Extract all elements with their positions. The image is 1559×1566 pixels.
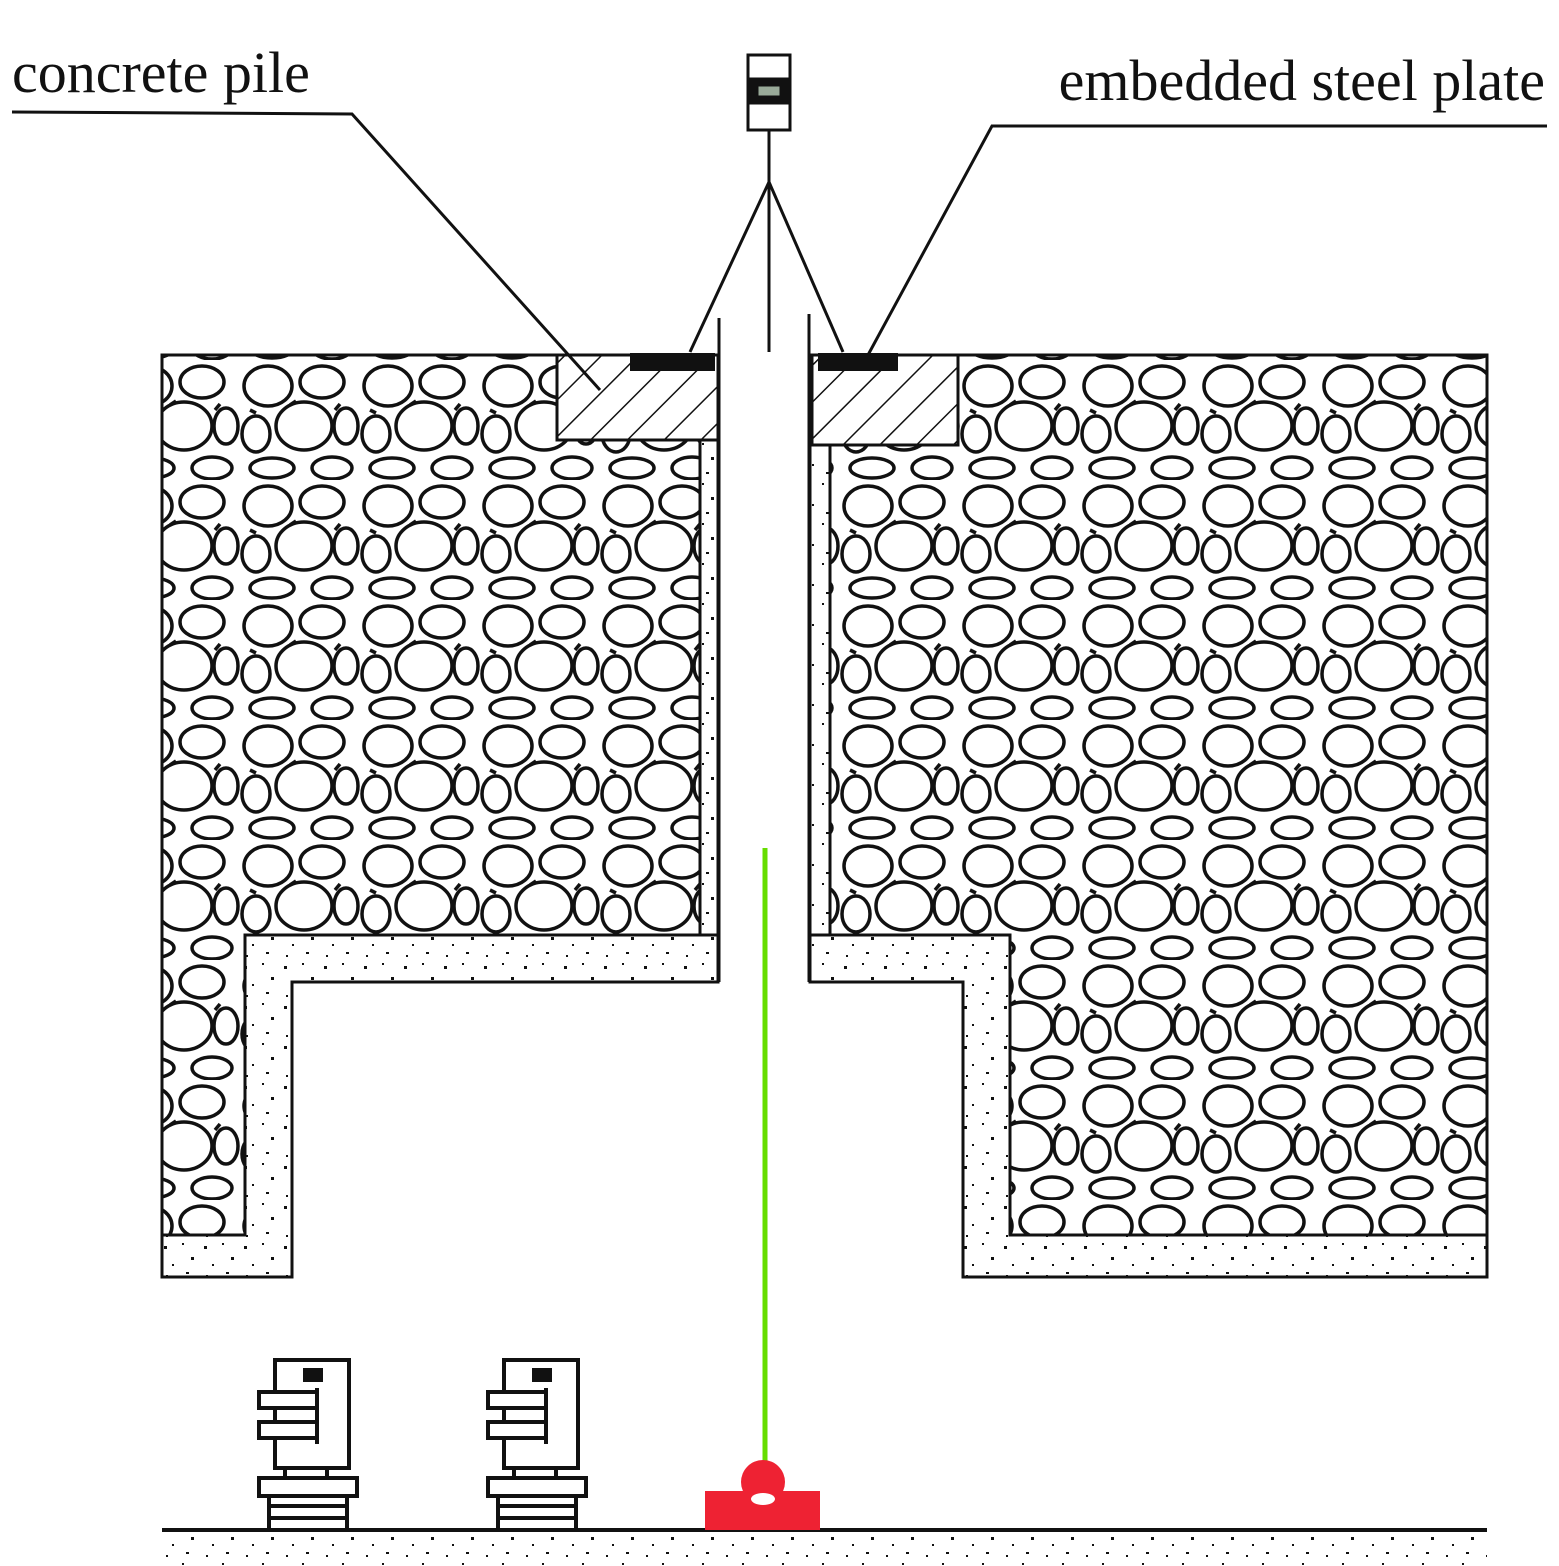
top-instrument-icon — [746, 53, 792, 132]
instrument-station-2-icon — [486, 1358, 588, 1530]
laser-target-icon — [705, 1460, 820, 1530]
ground — [162, 1530, 1487, 1566]
left-embedded-steel-plate — [630, 353, 715, 371]
embedded-steel-plate-label: embedded steel plate — [1059, 48, 1545, 113]
instrument-station-1-icon — [257, 1358, 359, 1530]
right-concrete-lining — [808, 443, 1489, 1279]
concrete-pile-label: concrete pile — [12, 40, 310, 105]
right-rock-mass — [808, 353, 1489, 1237]
tripod-icon — [688, 130, 845, 353]
steel-plate-leader — [866, 124, 1547, 356]
right-embedded-steel-plate — [818, 353, 898, 371]
concrete-pile-leader — [11, 110, 602, 392]
